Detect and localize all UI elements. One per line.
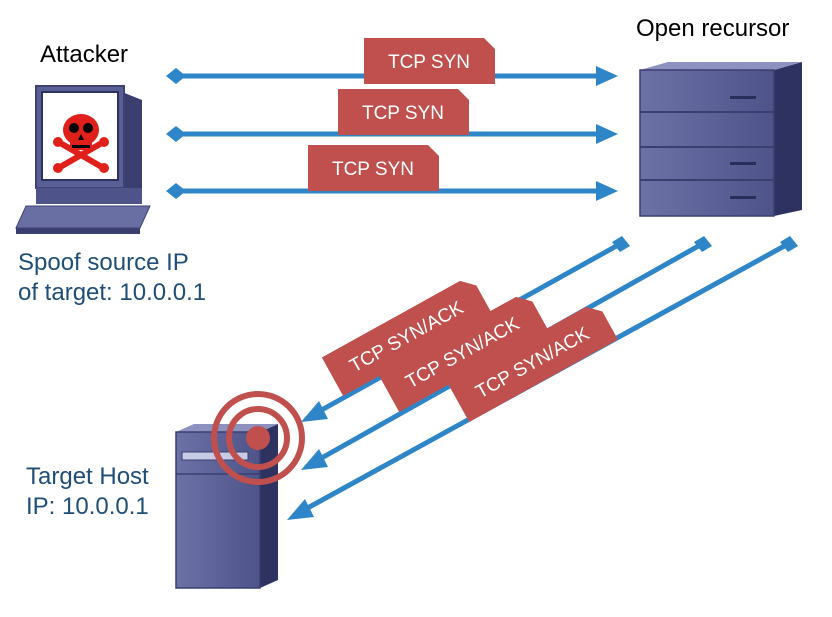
- request-message-3: TCP SYN: [308, 145, 439, 191]
- target-label-line-2: IP: 10.0.0.1: [26, 493, 149, 520]
- request-message-1: TCP SYN: [364, 38, 495, 84]
- skull-icon: [53, 114, 109, 173]
- attacker-label: Attacker: [40, 41, 129, 68]
- spoof-source-label: Spoof source IP of target: 10.0.0.1: [18, 248, 206, 308]
- open-recursor-label: Open recursor: [636, 15, 790, 42]
- spoof-label-line-2: of target: 10.0.0.1: [18, 279, 207, 306]
- attacker-computer-icon: [15, 85, 151, 234]
- request-label-1: TCP SYN: [388, 52, 470, 73]
- request-message-2: TCP SYN: [338, 89, 469, 135]
- target-label-line-1: Target Host: [26, 463, 149, 490]
- request-label-2: TCP SYN: [362, 103, 444, 124]
- request-label-3: TCP SYN: [332, 159, 414, 180]
- spoof-label-line-1: Spoof source IP: [18, 249, 189, 276]
- target-host-label: Target Host IP: 10.0.0.1: [26, 462, 149, 522]
- open-recursor-server-icon: [639, 62, 802, 217]
- target-rings-icon: [211, 391, 305, 485]
